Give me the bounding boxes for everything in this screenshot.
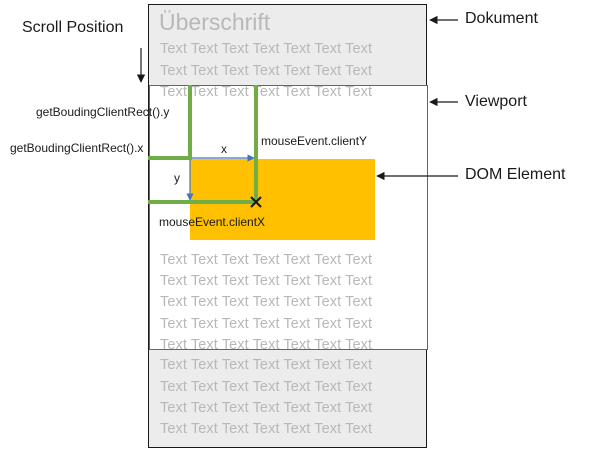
document-heading: Überschrift: [159, 9, 271, 35]
dom-element-box: [190, 159, 375, 240]
document-text-line: Text Text Text Text Text Text Text: [160, 63, 373, 79]
mouse-position-marker: [250, 196, 262, 208]
document-text-line: Text Text Text Text Text Text Text: [160, 357, 373, 373]
document-text-line: Text Text Text Text Text Text Text: [160, 337, 373, 353]
scroll-position-label: Scroll Position: [22, 19, 124, 36]
document-text-line: Text Text Text Text Text Text Text: [160, 379, 373, 395]
y-offset-label: y: [174, 171, 180, 185]
viewport-label: Viewport: [465, 93, 527, 110]
document-text-line: Text Text Text Text Text Text Text: [160, 273, 373, 289]
document-text-line: Text Text Text Text Text Text Text: [160, 400, 373, 416]
document-text-line: Text Text Text Text Text Text Text: [160, 421, 373, 437]
document-text-line: Text Text Text Text Text Text Text: [160, 252, 373, 268]
document-text-line: Text Text Text Text Text Text Text: [160, 41, 373, 57]
x-offset-label: x: [221, 142, 227, 156]
document-text-line: Text Text Text Text Text Text Text: [160, 84, 373, 100]
bounding-rect-y-label: getBoudingClientRect().y: [36, 105, 170, 119]
document-text-line: Text Text Text Text Text Text Text: [160, 316, 373, 332]
bounding-rect-x-label: getBoudingClientRect().x: [10, 141, 144, 155]
dom-element-label: DOM Element: [465, 166, 566, 183]
dokument-label: Dokument: [465, 10, 538, 27]
client-x-label: mouseEvent.clientX: [159, 215, 266, 229]
client-y-label: mouseEvent.clientY: [261, 134, 368, 148]
document-text-line: Text Text Text Text Text Text Text: [160, 294, 373, 310]
